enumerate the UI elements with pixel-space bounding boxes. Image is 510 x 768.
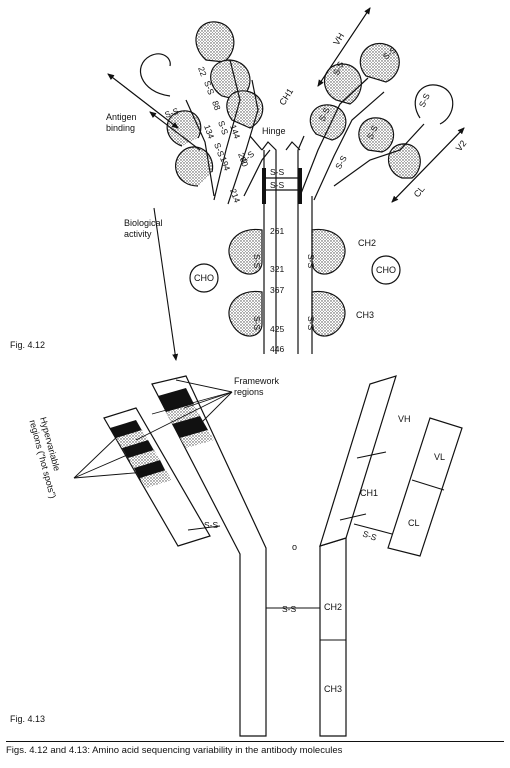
- vh-arrow-down: [317, 7, 371, 87]
- ss-label: S-S: [306, 254, 316, 269]
- right-arm-strands: [299, 77, 425, 201]
- residue-number: 22: [196, 65, 209, 78]
- ss-label: S-S: [282, 604, 297, 614]
- ch3-label-fig13: CH3: [324, 684, 342, 694]
- residue-numbers-left: 22 88 134 144 194 200 214: [196, 65, 250, 204]
- right-heavy-loops: [309, 42, 400, 141]
- ch2-label-fig13: CH2: [324, 602, 342, 612]
- vh-label-fig13: VH: [398, 414, 411, 424]
- hinge-bar-left: [262, 168, 266, 204]
- residue-numbers-heavy: 261 321 367 425 446: [270, 226, 284, 354]
- light-chain-left: [103, 407, 211, 547]
- cho-circle-right: [371, 255, 401, 285]
- ss-label: S-S: [212, 141, 226, 158]
- residue-number: 144: [228, 123, 242, 140]
- residue-number: 88: [210, 99, 223, 112]
- vl-label-fig13: VL: [434, 452, 445, 462]
- cho-label-right: CHO: [376, 265, 396, 275]
- residue-number: 321: [270, 264, 284, 274]
- residue-number: 425: [270, 324, 284, 334]
- hypervariable-pointers: [73, 431, 147, 479]
- center-mark: o: [292, 542, 297, 552]
- left-arm-strands: [185, 59, 271, 205]
- residue-number: 214: [228, 187, 242, 204]
- ss-label: S-S: [216, 119, 230, 136]
- cl-arrow-down: [391, 127, 465, 203]
- left-heavy-loops: [195, 21, 264, 129]
- hinge-bar-right: [298, 168, 302, 204]
- hinge-label: Hinge: [262, 126, 286, 136]
- residue-number: 446: [270, 344, 284, 354]
- cho-groups: CHO CHO: [189, 255, 401, 293]
- ss-label: S-S: [361, 528, 378, 542]
- ss-label-hinge-2: S-S: [270, 180, 285, 190]
- residue-number: 367: [270, 285, 284, 295]
- ch2-label: CH2: [358, 238, 376, 248]
- antibody-diagram-svg: CHO CHO S-S S-S S-S S-S S-S S-S S-S S-S …: [10, 7, 469, 737]
- residue-number: 261: [270, 226, 284, 236]
- residue-number: 194: [218, 155, 232, 172]
- ss-label: S-S: [306, 316, 316, 331]
- ss-label-hinge-1: S-S: [270, 167, 285, 177]
- ss-label: S-S: [163, 106, 180, 120]
- cl-label-fig13: CL: [408, 518, 420, 528]
- light-chain-right: [387, 417, 463, 557]
- fig-4-12: CHO CHO S-S S-S S-S S-S S-S S-S S-S S-S …: [10, 7, 469, 361]
- biological-arrow-top: [149, 111, 201, 151]
- heavy-chain-right: [319, 375, 397, 737]
- residue-number: 200: [236, 151, 250, 168]
- cl-label: CL: [412, 184, 427, 199]
- ss-label: S-S: [333, 153, 349, 171]
- hypervariable-label: Hypervariableregions ("hot spots"): [27, 416, 68, 500]
- heavy-chain-left: [151, 375, 267, 737]
- v2-label: V2: [454, 138, 469, 153]
- biological-arrow-down: [153, 207, 179, 361]
- ss-label: S-S: [204, 520, 219, 530]
- cho-label-left: CHO: [194, 273, 214, 283]
- ss-label: S-S: [252, 254, 262, 269]
- cho-circle-left: [189, 263, 219, 293]
- ss-label: S-S: [202, 79, 216, 96]
- fig-4-13-label: Fig. 4.13: [10, 714, 45, 724]
- fig-4-12-arrows: [107, 7, 465, 361]
- figure-caption: Figs. 4.12 and 4.13: Amino acid sequenci…: [6, 741, 504, 756]
- residue-number: 134: [202, 123, 216, 140]
- fig-4-12-label: Fig. 4.12: [10, 340, 45, 350]
- ch1-label-fig13: CH1: [360, 488, 378, 498]
- ch3-label: CH3: [356, 310, 374, 320]
- right-light-loops: [358, 84, 454, 179]
- framework-pointers: [135, 379, 233, 441]
- antigen-arrow-down: [107, 73, 179, 129]
- ch1-label: CH1: [277, 86, 295, 107]
- vh-label: VH: [331, 31, 346, 47]
- ss-bonds-fig13: [187, 523, 393, 609]
- fc-loops: [228, 228, 346, 337]
- left-light-loops: [139, 53, 214, 187]
- ss-label: S-S: [252, 316, 262, 331]
